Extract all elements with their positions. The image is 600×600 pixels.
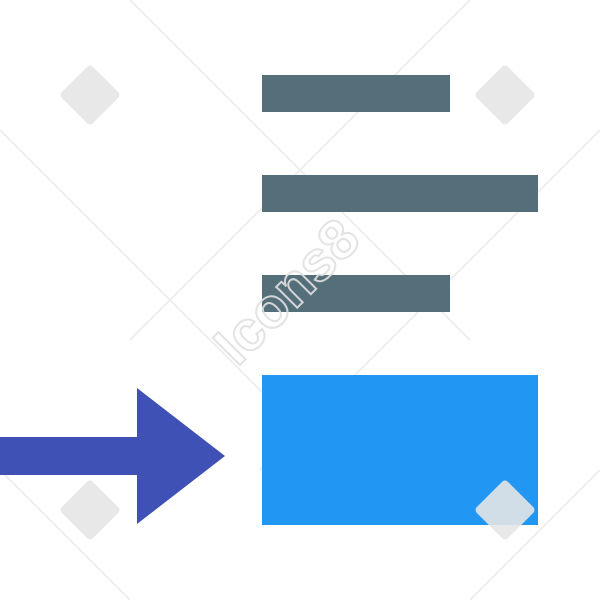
list-line-top [262, 75, 450, 112]
watermark-logo-icon [60, 65, 535, 540]
list-line-bottom [262, 275, 450, 312]
arrow-right-icon [0, 388, 225, 524]
list-line-middle [262, 175, 538, 212]
